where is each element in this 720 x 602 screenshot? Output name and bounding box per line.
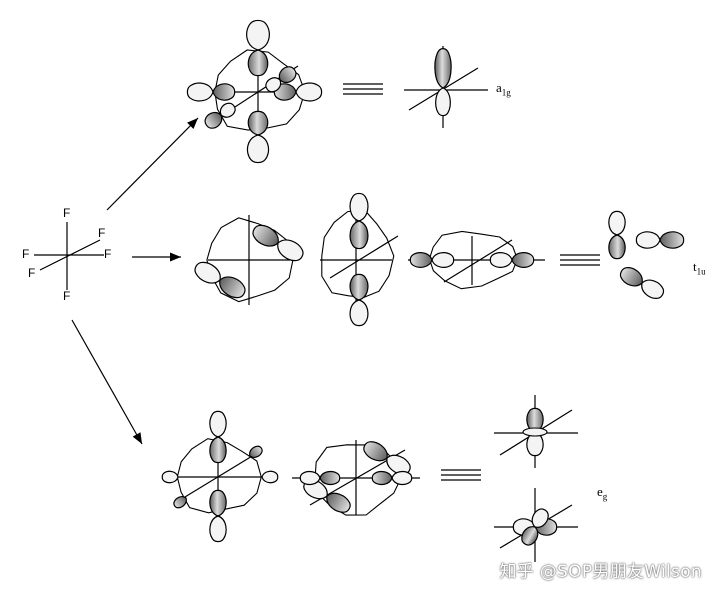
t1u-1-orbital-front-lobe-a [194,261,221,284]
eg-dx2y2-orbital-b-lobe-a [531,508,549,528]
t1u-3-orbital-right-lobe-b [489,252,513,268]
arrow-to-a1g [106,117,199,211]
a1g-lobe-bottom-out [246,134,270,164]
eg-1-lobe-right [261,470,279,484]
t1u-2-orbital-bottom-lobe-a [349,273,369,301]
t1u-pz-icon-lobe-b [641,279,665,299]
eg-2-orbital-back-lobe-a [363,441,388,462]
a1g-lobe-left-in [212,83,236,101]
a1g-lobe-front-out [219,102,236,118]
fluorine-atom-bottom: F [63,289,71,303]
a1g-lobe-back-in [278,66,297,83]
t1u-pz-icon-lobe-a [619,267,643,287]
t1u-1-orbital-back-lobe-a [252,224,279,247]
fluorine-atom-top: F [63,206,71,220]
eg-2-orbital-left-lobe-b [299,470,321,486]
t1u-2-axis-y [329,235,399,279]
label-a1g-main: a [496,80,502,95]
eg-1-axis-y [179,449,263,501]
t1u-py-icon-lobe-a [659,231,685,249]
eg-1-lobe-back [249,445,263,458]
fluorine-atom-back-right: F [98,226,106,240]
eg-2-orbital-back-lobe-b [386,454,411,475]
a1g-s-lobe-top [434,48,452,89]
t1u-2-envelope [321,209,395,298]
label-eg-main: e [597,484,603,499]
eg-2-orbital-left-lobe-a [319,470,341,486]
bond-diagonal [39,239,101,271]
t1u-2-orbital-top-lobe-a [349,192,369,222]
eg-2-orbital-right-lobe-a [391,470,413,486]
t1u-3-axis-y [443,239,513,283]
t1u-1-orbital-back-lobe-b [277,239,304,262]
eg-2-orbital-right-lobe-b [371,470,393,486]
eg-dx2y2-orbital-b-lobe-b [521,526,539,546]
arrow-to-eg-head [132,432,142,444]
fluorine-atom-right: F [104,247,112,261]
label-a1g: a1g [496,80,511,98]
t1u-1-orbital-front-lobe-b [219,276,246,299]
a1g-lobe-bottom-in [247,110,269,136]
a1g-lobe-left-out [186,82,214,102]
arrow-to-a1g-head [187,118,198,129]
fluorine-atom-left: F [22,247,30,261]
label-t1u-main: t [693,259,697,274]
label-eg-sub: g [602,491,608,502]
label-a1g-sub: 1g [501,87,511,98]
t1u-px-icon-lobe-a [608,210,626,236]
t1u-3-orbital-right-lobe-a [511,252,535,268]
eg-dz2-orbital-lobe-a [526,407,544,433]
a1g-lobe-top-out [246,19,270,51]
arrow-to-t1u-head [170,252,181,262]
eg-1-orbital-bottom-lobe-b [209,515,227,543]
a1g-lobe-top-in [247,49,269,77]
label-t1u-sub: 1u [696,266,706,277]
t1u-px-icon-lobe-b [608,234,626,260]
a1g-lobe-front-in [204,112,223,129]
label-eg: eg [597,484,607,502]
eg-dz2-orbital-lobe-b [526,431,544,457]
arrow-to-eg [71,319,143,445]
eg-1-lobe-front [173,496,187,509]
eg-1-orbital-top-lobe-b [209,436,227,464]
t1u-3-orbital-left-lobe-b [409,252,433,268]
fluorine-atom-front-left: F [28,266,36,280]
eg-1-orbital-bottom-lobe-a [209,489,227,517]
t1u-2-orbital-bottom-lobe-b [349,299,369,327]
t1u-2-orbital-top-lobe-b [349,220,369,250]
eg-1-lobe-left [161,470,179,484]
eg-1-orbital-top-lobe-a [209,410,227,438]
eg-dz2-torus [522,427,548,437]
a1g-lobe-right-out [295,82,323,102]
t1u-3-orbital-left-lobe-a [431,252,455,268]
watermark: 知乎 @SOP男朋友Wilson [499,562,702,582]
a1g-s-lobe-bottom [435,87,451,117]
a1g-lobe-back-out [265,77,282,93]
label-t1u: t1u [693,259,706,277]
t1u-py-icon-lobe-b [635,231,661,249]
eg-2-orbital-front-lobe-b [326,492,351,513]
